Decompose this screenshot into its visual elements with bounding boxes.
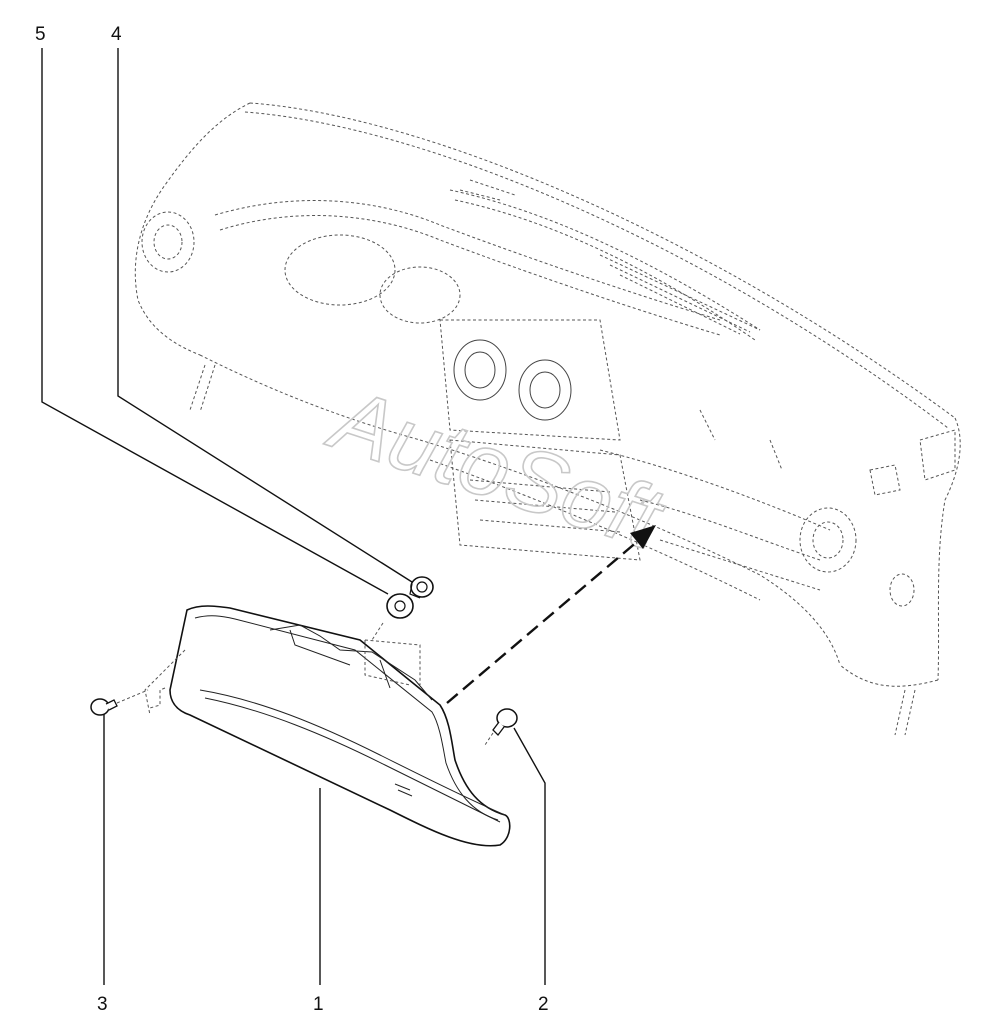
screw-right: [484, 708, 518, 746]
callout-4: 4: [111, 24, 122, 45]
glove-box: [144, 605, 511, 847]
screw-left: [90, 689, 149, 716]
callout-3: 3: [97, 994, 108, 1015]
callout-1: 1: [313, 994, 324, 1015]
leader-line-4: [117, 48, 413, 583]
washer: [386, 593, 414, 619]
callout-2: 2: [538, 994, 549, 1015]
leader-line-2: [513, 727, 546, 985]
insertion-arrow: [446, 525, 656, 704]
dashboard-assembly: [134, 102, 961, 736]
leader-line-5: [41, 48, 389, 595]
watermark: AutoSoft: [317, 368, 677, 569]
clip-nut: [409, 576, 434, 599]
leader-lines: [41, 48, 546, 985]
callout-5: 5: [35, 24, 46, 45]
callout-labels: 5 4 3 1 2: [35, 24, 549, 1015]
